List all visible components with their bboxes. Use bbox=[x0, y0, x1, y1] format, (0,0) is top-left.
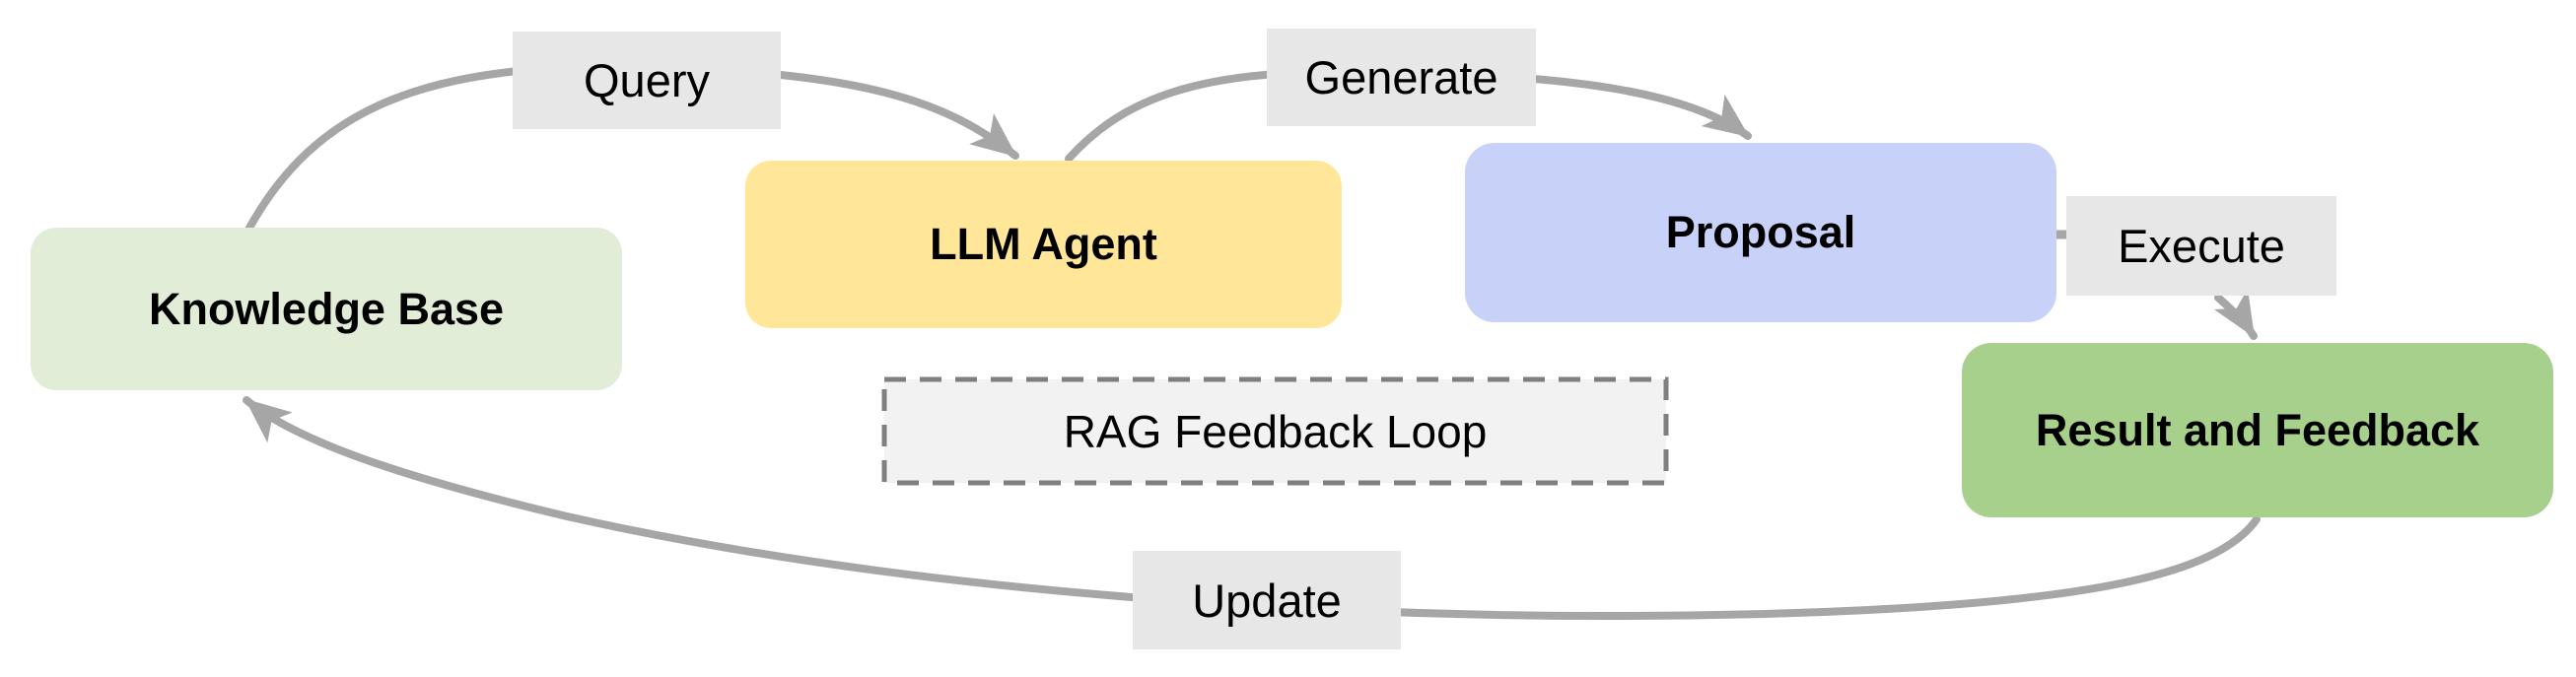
node-llm-agent-label: LLM Agent bbox=[930, 219, 1157, 269]
node-result-feedback-label: Result and Feedback bbox=[2035, 404, 2480, 455]
execute-edge-path bbox=[2213, 289, 2258, 340]
edge-label-generate-text: Generate bbox=[1304, 51, 1498, 103]
edge-label-update: Update bbox=[1133, 551, 1401, 649]
node-knowledge-base: Knowledge Base bbox=[31, 228, 622, 390]
edge-label-query: Query bbox=[513, 32, 781, 129]
node-knowledge-base-label: Knowledge Base bbox=[148, 283, 505, 334]
loop-border-rect bbox=[881, 376, 1669, 486]
edge-label-update-text: Update bbox=[1192, 574, 1342, 627]
node-result-feedback: Result and Feedback bbox=[1962, 343, 2553, 517]
node-llm-agent: LLM Agent bbox=[745, 161, 1342, 328]
edge-label-execute-text: Execute bbox=[2118, 220, 2285, 272]
loop-caption: RAG Feedback Loop bbox=[884, 379, 1666, 483]
edge-label-query-text: Query bbox=[584, 54, 710, 106]
node-proposal-label: Proposal bbox=[1665, 207, 1856, 257]
node-proposal: Proposal bbox=[1465, 143, 2056, 322]
edge-label-execute: Execute bbox=[2066, 196, 2336, 296]
loop-caption-text: RAG Feedback Loop bbox=[1063, 405, 1488, 457]
edge-label-generate: Generate bbox=[1267, 29, 1536, 126]
